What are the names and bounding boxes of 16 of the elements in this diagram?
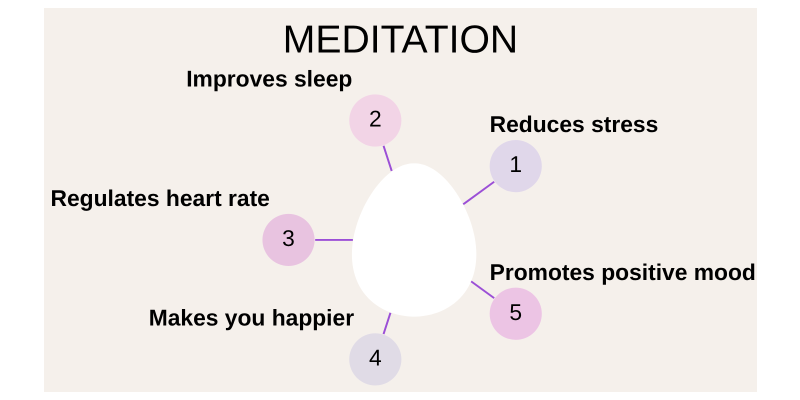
node-label: Makes you happier (148, 304, 354, 330)
node-circle: 4 (348, 333, 401, 386)
node-circle: 1 (489, 140, 542, 192)
connector (314, 238, 352, 241)
connector (382, 146, 392, 172)
node-label: Reduces stress (489, 111, 658, 138)
connector (382, 312, 391, 334)
diagram-title: MEDITATION (282, 18, 518, 62)
connector (470, 280, 494, 299)
node-circle: 3 (262, 214, 314, 266)
node-circle: 5 (489, 288, 542, 340)
connector (462, 180, 494, 206)
node-label: Promotes positive mood (489, 258, 756, 285)
node-label: Improves sleep (186, 66, 352, 92)
node-label: Regulates heart rate (50, 185, 270, 212)
node-circle: 2 (348, 94, 401, 147)
